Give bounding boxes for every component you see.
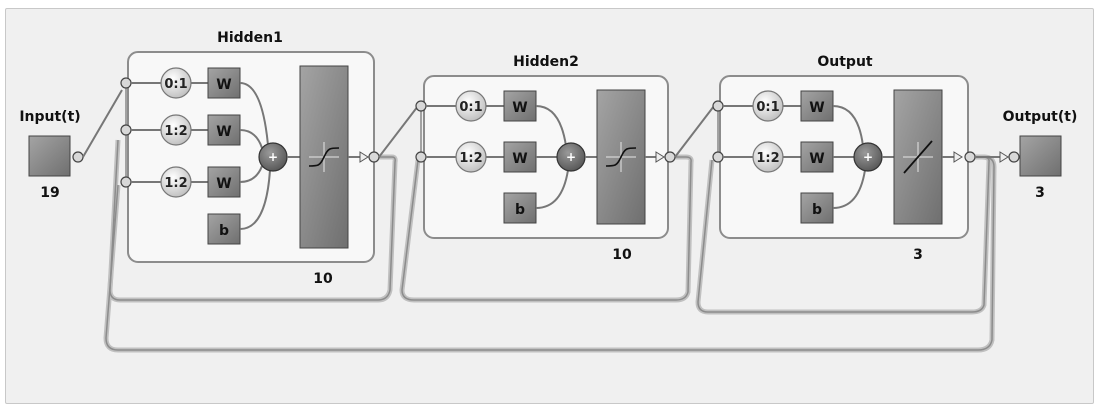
output-port: [964, 151, 976, 163]
bias-block: b: [800, 192, 834, 224]
sum-node: +: [556, 142, 586, 172]
bias-block: b: [207, 213, 241, 245]
feedback-port: [120, 176, 132, 188]
svg-text:W: W: [512, 100, 527, 116]
feedback-wires-core: [105, 139, 995, 351]
svg-text:0:1: 0:1: [756, 100, 779, 115]
sum-node: +: [258, 142, 288, 172]
input-port: [415, 100, 427, 112]
feedback-port: [415, 151, 427, 163]
svg-text:W: W: [216, 77, 231, 93]
svg-text:W: W: [216, 124, 231, 140]
delay-block: 1:2: [160, 166, 192, 198]
layer-wire: [674, 105, 715, 158]
layer-hidden1: Hidden1 10 0:1 W 1:2 W: [120, 30, 380, 287]
layer-size: 10: [313, 271, 333, 287]
svg-text:b: b: [219, 223, 229, 239]
input-wire: [82, 89, 123, 158]
delay-block: 1:2: [455, 141, 487, 173]
output-node: Output(t) 3: [975, 109, 1077, 201]
output-port: [368, 151, 380, 163]
layer-size: 10: [612, 247, 632, 263]
svg-text:b: b: [812, 202, 822, 218]
input-node: Input(t) 19: [19, 109, 84, 201]
input-size: 19: [40, 185, 59, 201]
transfer-block: [893, 89, 943, 225]
svg-text:1:2: 1:2: [164, 124, 187, 139]
layer-title: Output: [817, 54, 873, 70]
output-label: Output(t): [1003, 109, 1078, 125]
delay-block: 0:1: [752, 90, 784, 122]
bias-block: b: [503, 192, 537, 224]
svg-text:W: W: [809, 100, 824, 116]
weight-block: W: [207, 166, 241, 198]
input-label: Input(t): [19, 109, 80, 125]
delay-block: 1:2: [752, 141, 784, 173]
svg-text:W: W: [512, 151, 527, 167]
sum-node: +: [853, 142, 883, 172]
svg-text:0:1: 0:1: [459, 100, 482, 115]
transfer-block: [299, 65, 349, 249]
weight-block: W: [207, 67, 241, 99]
delay-block: 0:1: [160, 67, 192, 99]
weight-block: W: [800, 90, 834, 122]
layer-hidden2: Hidden2 10 0:1 W 1:2 W b: [415, 54, 676, 263]
weight-block: W: [207, 114, 241, 146]
weight-block: W: [503, 141, 537, 173]
svg-text:1:2: 1:2: [164, 176, 187, 191]
output-port: [1008, 151, 1020, 163]
svg-text:W: W: [809, 151, 824, 167]
weight-block: W: [503, 90, 537, 122]
delay-block: 0:1: [455, 90, 487, 122]
svg-text:1:2: 1:2: [459, 151, 482, 166]
svg-text:+: +: [566, 150, 576, 164]
input-port: [120, 77, 132, 89]
output-size: 3: [1035, 185, 1045, 201]
input-port: [712, 100, 724, 112]
input-port: [72, 151, 84, 163]
output-port: [664, 151, 676, 163]
layer-title: Hidden1: [217, 30, 283, 46]
feedback-port: [712, 151, 724, 163]
transfer-block: [596, 89, 646, 225]
weight-block: W: [800, 141, 834, 173]
svg-text:+: +: [268, 150, 278, 164]
svg-text:+: +: [863, 150, 873, 164]
svg-text:0:1: 0:1: [164, 77, 187, 92]
layer-size: 3: [913, 247, 923, 263]
feedback-port: [120, 124, 132, 136]
delay-block: 1:2: [160, 114, 192, 146]
svg-text:b: b: [515, 202, 525, 218]
layer-wire: [378, 105, 419, 158]
layer-title: Hidden2: [513, 54, 579, 70]
svg-text:W: W: [216, 176, 231, 192]
svg-text:1:2: 1:2: [756, 151, 779, 166]
layer-output: Output 3 0:1 W 1:2 W b: [712, 54, 976, 263]
